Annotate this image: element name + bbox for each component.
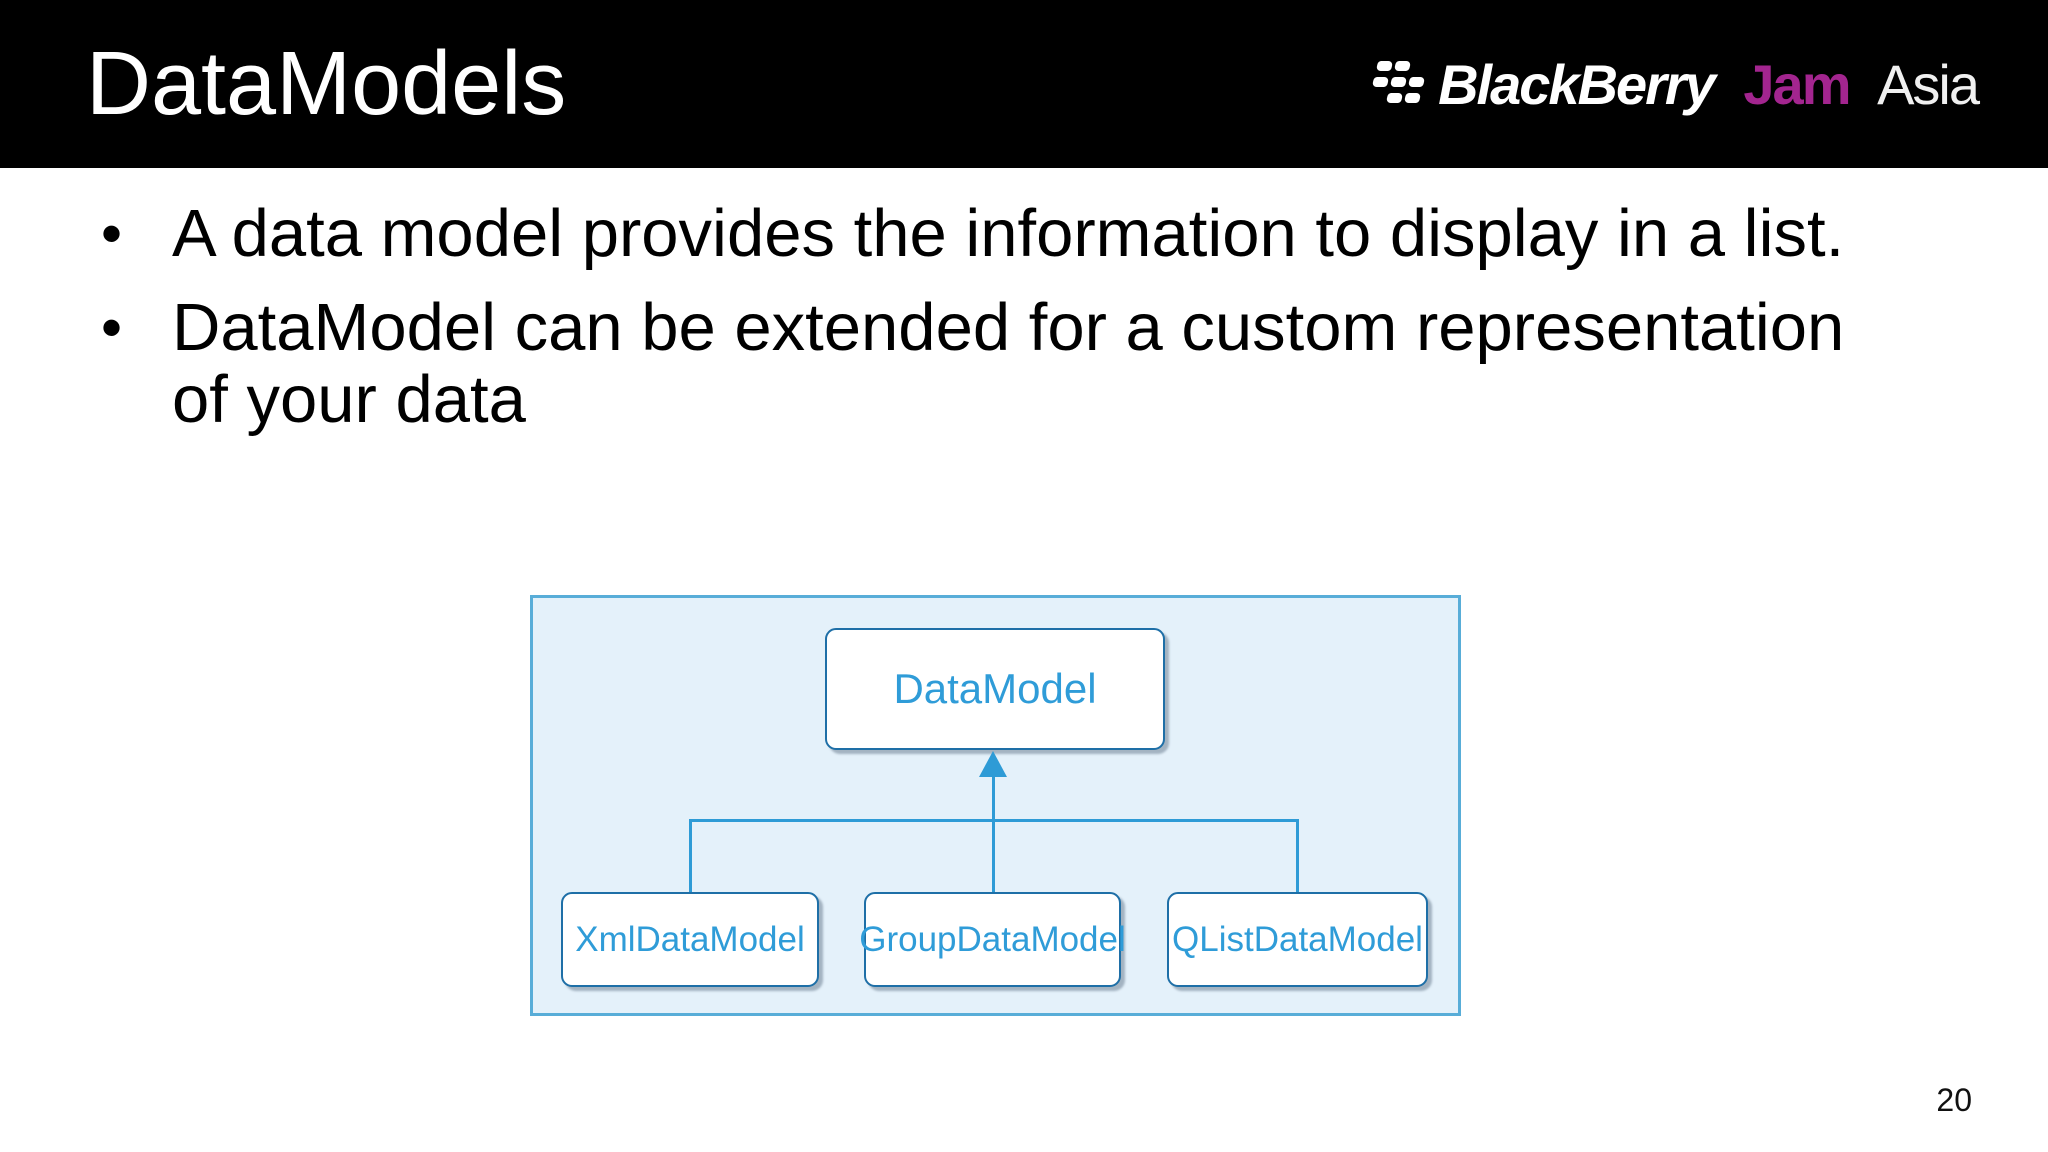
datamodel-hierarchy-diagram: DataModel XmlDataModel GroupDataModel QL… <box>530 595 1461 1016</box>
title-bar: DataModels BlackBerry Jam Asia <box>0 0 2048 168</box>
logo-segment <box>1385 93 1404 103</box>
bullet-list: • A data model provides the information … <box>101 198 1901 458</box>
logo-wordmark: BlackBerry Jam Asia <box>1438 52 1980 117</box>
bullet-item: • A data model provides the information … <box>101 198 1901 270</box>
logo-region-text: Asia <box>1877 52 1980 116</box>
diagram-node-qlistdatamodel: QListDataModel <box>1167 892 1428 987</box>
blackberry-logo-icon <box>1368 61 1426 107</box>
bullet-text: DataModel can be extended for a custom r… <box>172 290 1845 437</box>
bullet-marker: • <box>101 200 123 267</box>
diagram-node-label: XmlDataModel <box>575 919 805 959</box>
connector-stub-right <box>1296 819 1299 892</box>
page-number: 20 <box>1936 1082 1972 1118</box>
diagram-node-xmldatamodel: XmlDataModel <box>561 892 819 987</box>
diagram-node-label: DataModel <box>893 665 1097 712</box>
logo-segment <box>1371 77 1390 87</box>
connector-horizontal-line <box>689 819 1299 822</box>
bullet-text: A data model provides the information to… <box>172 196 1845 271</box>
inheritance-arrow-icon <box>979 751 1007 777</box>
logo-segment <box>1389 77 1408 87</box>
logo-segment <box>1403 93 1422 103</box>
connector-center-line <box>992 774 995 892</box>
logo-segment <box>1407 77 1426 87</box>
bullet-item: • DataModel can be extended for a custom… <box>101 292 1901 436</box>
logo-segment <box>1375 61 1394 71</box>
bullet-marker: • <box>101 294 123 361</box>
logo-event-text: Jam <box>1743 52 1851 116</box>
diagram-node-label: GroupDataModel <box>859 919 1126 959</box>
blackberry-jam-asia-logo: BlackBerry Jam Asia <box>1368 52 1980 117</box>
diagram-node-datamodel: DataModel <box>825 628 1165 750</box>
page-title: DataModels <box>86 33 567 134</box>
diagram-node-label: QListDataModel <box>1172 919 1423 959</box>
logo-segment <box>1393 61 1412 71</box>
connector-stub-left <box>689 819 692 892</box>
diagram-node-groupdatamodel: GroupDataModel <box>859 892 1126 987</box>
logo-brand-text: BlackBerry <box>1438 52 1716 116</box>
